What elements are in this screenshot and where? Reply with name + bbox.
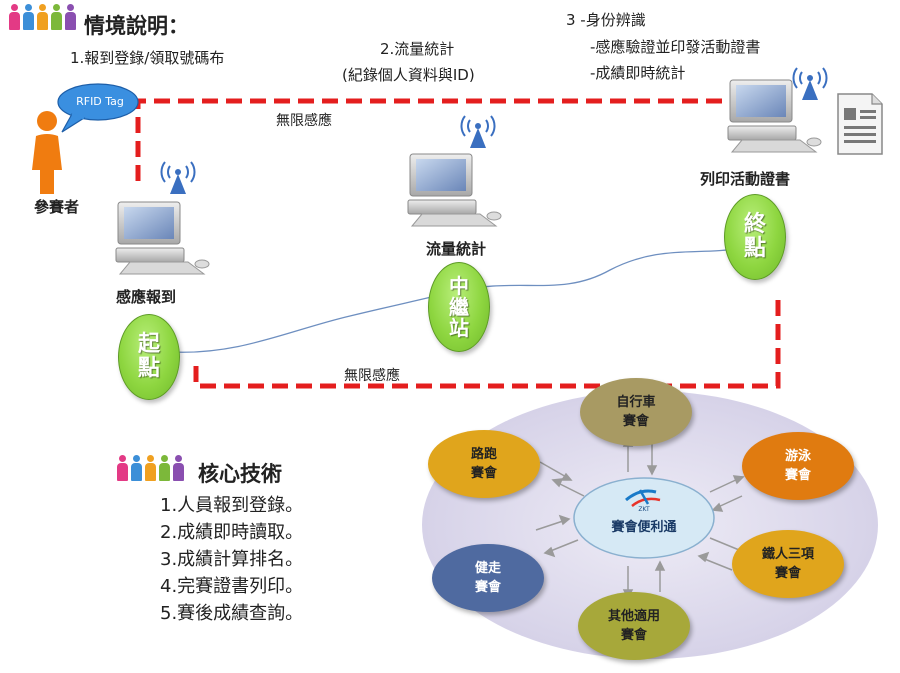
step-3-title: 3 -身份辨識 [566,11,646,29]
computer-icon [727,79,822,153]
step-3-detail-2: -成績即時統計 [590,64,686,82]
event-walking: 健走賽會 [432,544,544,612]
people-icon [116,455,185,481]
event-running: 路跑賽會 [428,430,540,498]
scenario-heading: 情境說明： [84,14,189,38]
mid-station-caption: 流量統計 [426,240,487,258]
rfid-bubble [57,83,139,133]
wifi-antenna-icon [160,161,196,194]
core-tech-list: 1.人員報到登錄。 2.成績即時讀取。 3.成績計算排名。 4.完賽證書列印。 … [160,492,303,627]
computer-icon [115,201,210,275]
wireless-label-top: 無限感應 [276,113,332,129]
participant-icon [32,111,62,194]
logo-text: ZKT [638,506,650,513]
event-swimming: 游泳賽會 [742,432,854,500]
step-3-detail-1: -感應驗證並印發活動證書 [590,38,761,56]
rfid-tag-label: RFID Tag [76,95,124,108]
end-station: 終 點 [724,194,786,280]
route-dashed-line-bottom [193,300,781,389]
computer-icon [407,153,502,227]
certificate-icon [837,93,883,155]
hub-center [573,477,715,559]
step-2-title: 2.流量統計 [380,40,455,58]
event-triathlon: 鐵人三項賽會 [732,530,844,598]
start-station-caption: 感應報到 [116,288,177,306]
core-tech-item: 1.人員報到登錄。 [160,495,304,516]
event-other: 其他適用賽會 [578,592,690,660]
wifi-antenna-icon [460,115,496,148]
core-tech-item: 2.成績即時讀取。 [160,522,304,543]
wireless-label-bottom: 無限感應 [344,368,400,384]
core-tech-heading: 核心技術 [198,462,282,486]
step-2-detail: (紀錄個人資料與ID) [342,66,475,84]
event-cycling: 自行車賽會 [580,378,692,446]
end-station-caption: 列印活動證書 [700,170,791,188]
relay-station: 中 繼 站 [428,262,490,352]
start-station: 起 點 [118,314,180,400]
step-1-text: 1.報到登錄/領取號碼布 [70,49,225,67]
zkt-logo-icon [625,489,661,507]
wifi-antenna-icon [792,67,828,100]
hub-center-label: 賽會便利通 [611,520,677,535]
core-tech-item: 4.完賽證書列印。 [160,576,304,597]
people-icon [8,4,77,30]
core-tech-item: 3.成績計算排名。 [160,549,304,570]
core-tech-item: 5.賽後成績查詢。 [160,603,304,624]
participant-label: 參賽者 [34,198,80,216]
